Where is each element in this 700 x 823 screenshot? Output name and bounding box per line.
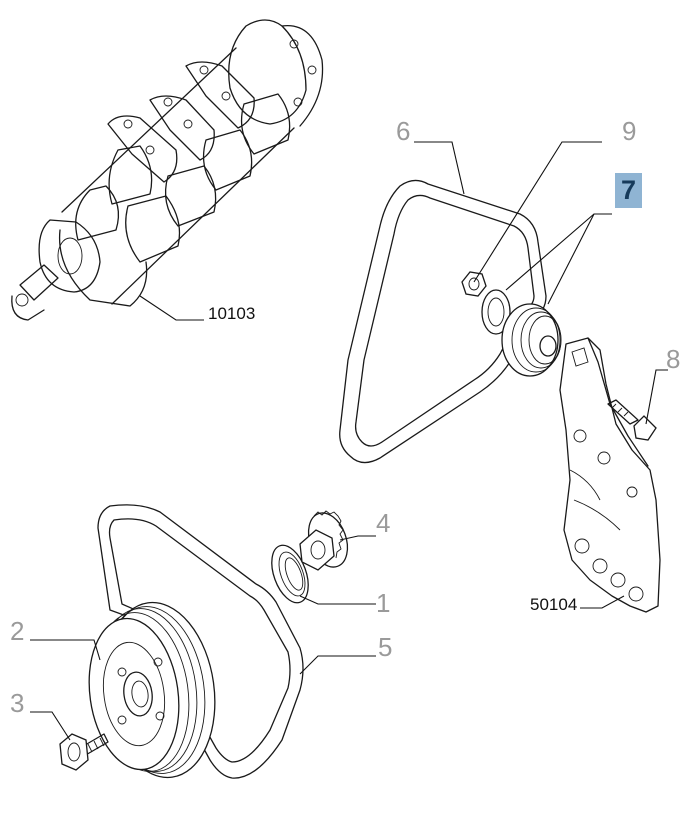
bracket-part — [559, 337, 661, 613]
callout-lower-belt: 5 — [378, 632, 393, 662]
callout-crank-pulley: 2 — [10, 616, 25, 646]
seal-part — [271, 544, 309, 604]
left-bolt-part — [59, 733, 109, 771]
lower-belt-part — [97, 504, 304, 779]
nut-part — [461, 271, 487, 297]
callout-crankshaft: 10103 — [208, 304, 256, 323]
tensioner-pulley-part — [481, 289, 562, 377]
leader-lines — [30, 141, 668, 741]
callout-right-bolt: 8 — [666, 344, 681, 374]
right-bolt-part — [607, 399, 657, 441]
callout-sprocket: 4 — [376, 508, 391, 538]
callout-nut: 9 — [622, 116, 637, 146]
crankshaft-part — [11, 19, 324, 321]
callout-bracket: 50104 — [530, 595, 578, 614]
crank-pulley-part — [88, 601, 216, 779]
callout-left-bolt: 3 — [10, 688, 25, 718]
callout-upper-belt: 6 — [396, 116, 411, 146]
callout-tensioner-pulley: 7 — [615, 173, 643, 208]
callout-seal: 1 — [376, 588, 391, 618]
upper-belt-part — [339, 179, 547, 464]
sprocket-part — [299, 510, 349, 571]
